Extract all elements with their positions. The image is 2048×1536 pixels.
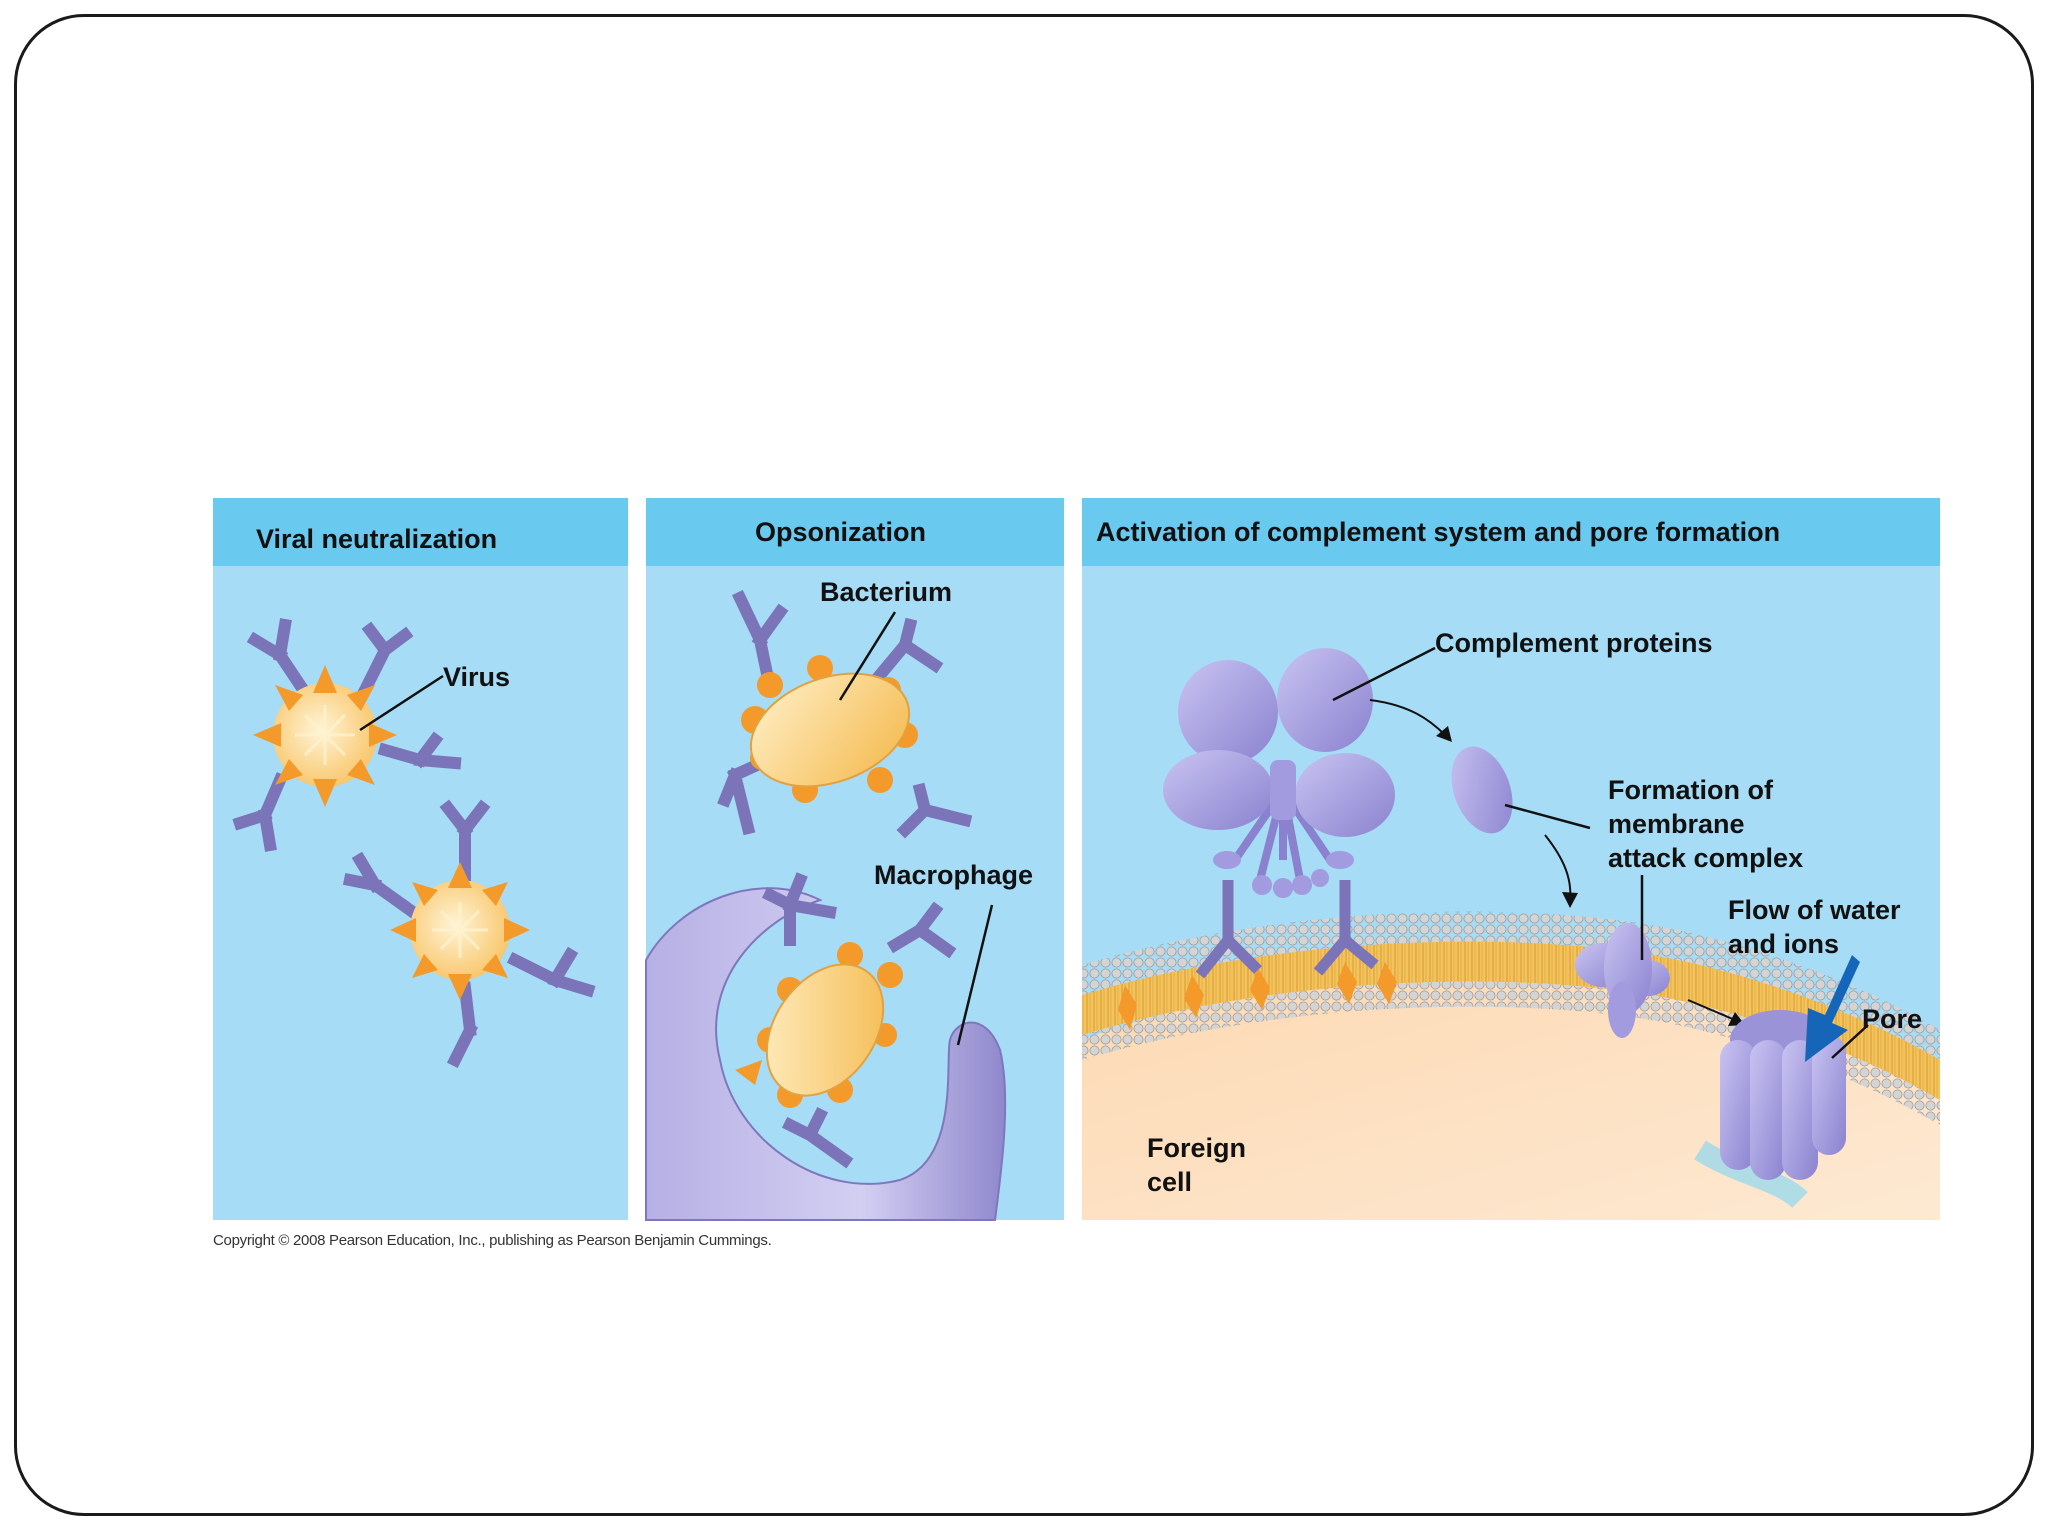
mac-leader-line [1504,803,1591,830]
mac-label-line-2: membrane [1608,809,1745,839]
macrophage-shape [645,887,1007,1221]
pore-leader-line [1831,1024,1869,1059]
foreign-cell-label-line-1: Foreign [1147,1133,1246,1163]
mac-forming [1575,923,1670,1038]
mac-label-line-3: attack complex [1608,843,1804,873]
complement-protein-c1 [1163,648,1395,898]
flow-label-line-2: and ions [1728,929,1840,959]
virus-particle-2 [342,799,596,1069]
complement-leader-line [1332,646,1436,702]
complement-title: Activation of complement system and pore… [1096,517,1781,547]
bacterium-label: Bacterium [820,577,953,607]
flow-label-line-1: Flow of water [1728,895,1901,925]
complement-proteins-label: Complement proteins [1435,628,1713,658]
pore-complex [1694,1010,1846,1209]
bacterium-2 [735,872,957,1169]
panel-viral-neutralization [213,498,628,1220]
flow-arrow [1805,955,1860,1062]
membrane-antigens [1118,962,1397,1030]
opsonization-title: Opsonization [755,517,926,547]
virus-label: Virus [443,662,511,692]
bacterium-1 [717,590,973,839]
virus-particle-1 [232,618,462,852]
complement-antibodies [1195,880,1379,979]
foreign-cell-label-line-2: cell [1147,1167,1193,1197]
copyright-notice: Copyright © 2008 Pearson Education, Inc.… [213,1232,772,1249]
cell-membrane [1082,911,1940,1125]
macrophage-label: Macrophage [874,860,1034,890]
macrophage-leader-line [956,904,994,1046]
free-complement-protein [1451,746,1513,834]
panel-complement [1082,498,1940,1220]
pore-label: Pore [1862,1004,1923,1034]
viral-neutralization-title: Viral neutralization [256,524,498,554]
bacterium-leader-line [838,611,897,701]
mac-label-line-1: Formation of [1608,775,1773,805]
panel-opsonization [645,498,1064,1221]
virus-leader-line [359,674,444,732]
